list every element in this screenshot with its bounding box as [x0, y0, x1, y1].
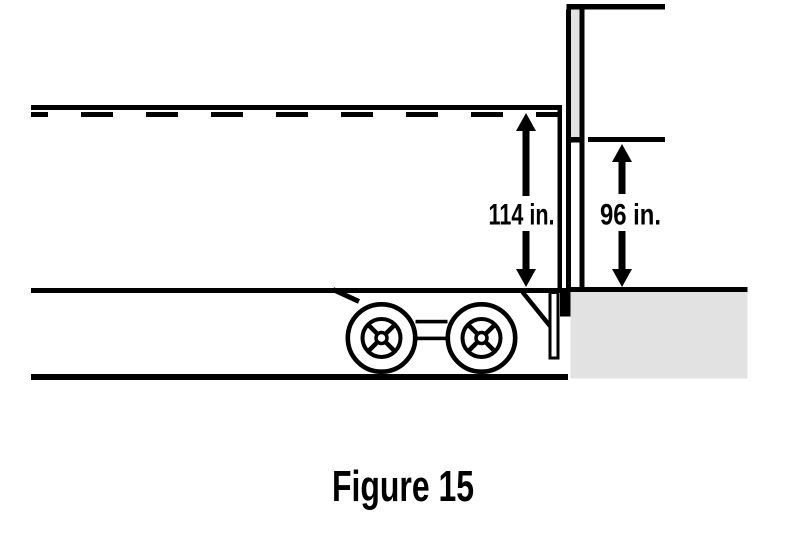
trailer-bed-line: [31, 288, 562, 293]
arrow-up-icon: [612, 144, 632, 162]
axle-bar-top: [415, 319, 448, 324]
arrow-down-icon: [516, 269, 536, 287]
door-track-right: [579, 9, 585, 292]
mudflap-brace: [520, 290, 552, 328]
door-opening-reference-line: [588, 137, 665, 142]
dimension-door-opening-height: 96 in.: [600, 144, 661, 287]
arrow-shaft-upper: [522, 129, 530, 196]
wheel-rear-hub: [474, 330, 489, 346]
dim-label-96: 96 in.: [600, 199, 661, 232]
trailer: [31, 105, 568, 380]
figure-caption: Figure 15: [332, 462, 474, 511]
wheel-front: [345, 301, 418, 374]
wheel-rear: [445, 301, 518, 374]
dock-floor-line: [570, 287, 748, 292]
dock-door-panel: [571, 9, 580, 138]
dock-bumper: [560, 288, 571, 317]
ground-line: [31, 374, 568, 380]
arrow-shaft-lower: [522, 231, 530, 273]
arrow-shaft-lower: [618, 231, 626, 273]
arrow-up-icon: [516, 113, 536, 131]
door-track-left: [566, 9, 571, 292]
arrow-shaft-upper: [618, 160, 626, 194]
dock-platform: [570, 292, 748, 379]
dimension-trailer-interior-height: 114 in.: [489, 113, 555, 287]
trailer-rear-door-line: [557, 105, 562, 290]
mudflap: [548, 291, 560, 360]
door-bottom-edge: [566, 137, 585, 143]
loading-dock: [560, 4, 748, 379]
trailer-roof-line: [31, 105, 562, 110]
wall-lintel-line: [566, 4, 665, 10]
dim-label-114: 114 in.: [489, 199, 555, 232]
wheel-front-hub: [374, 330, 389, 346]
arrow-down-icon: [612, 269, 632, 287]
axle-bar-bottom: [415, 336, 448, 341]
fender-bracket: [331, 287, 361, 304]
